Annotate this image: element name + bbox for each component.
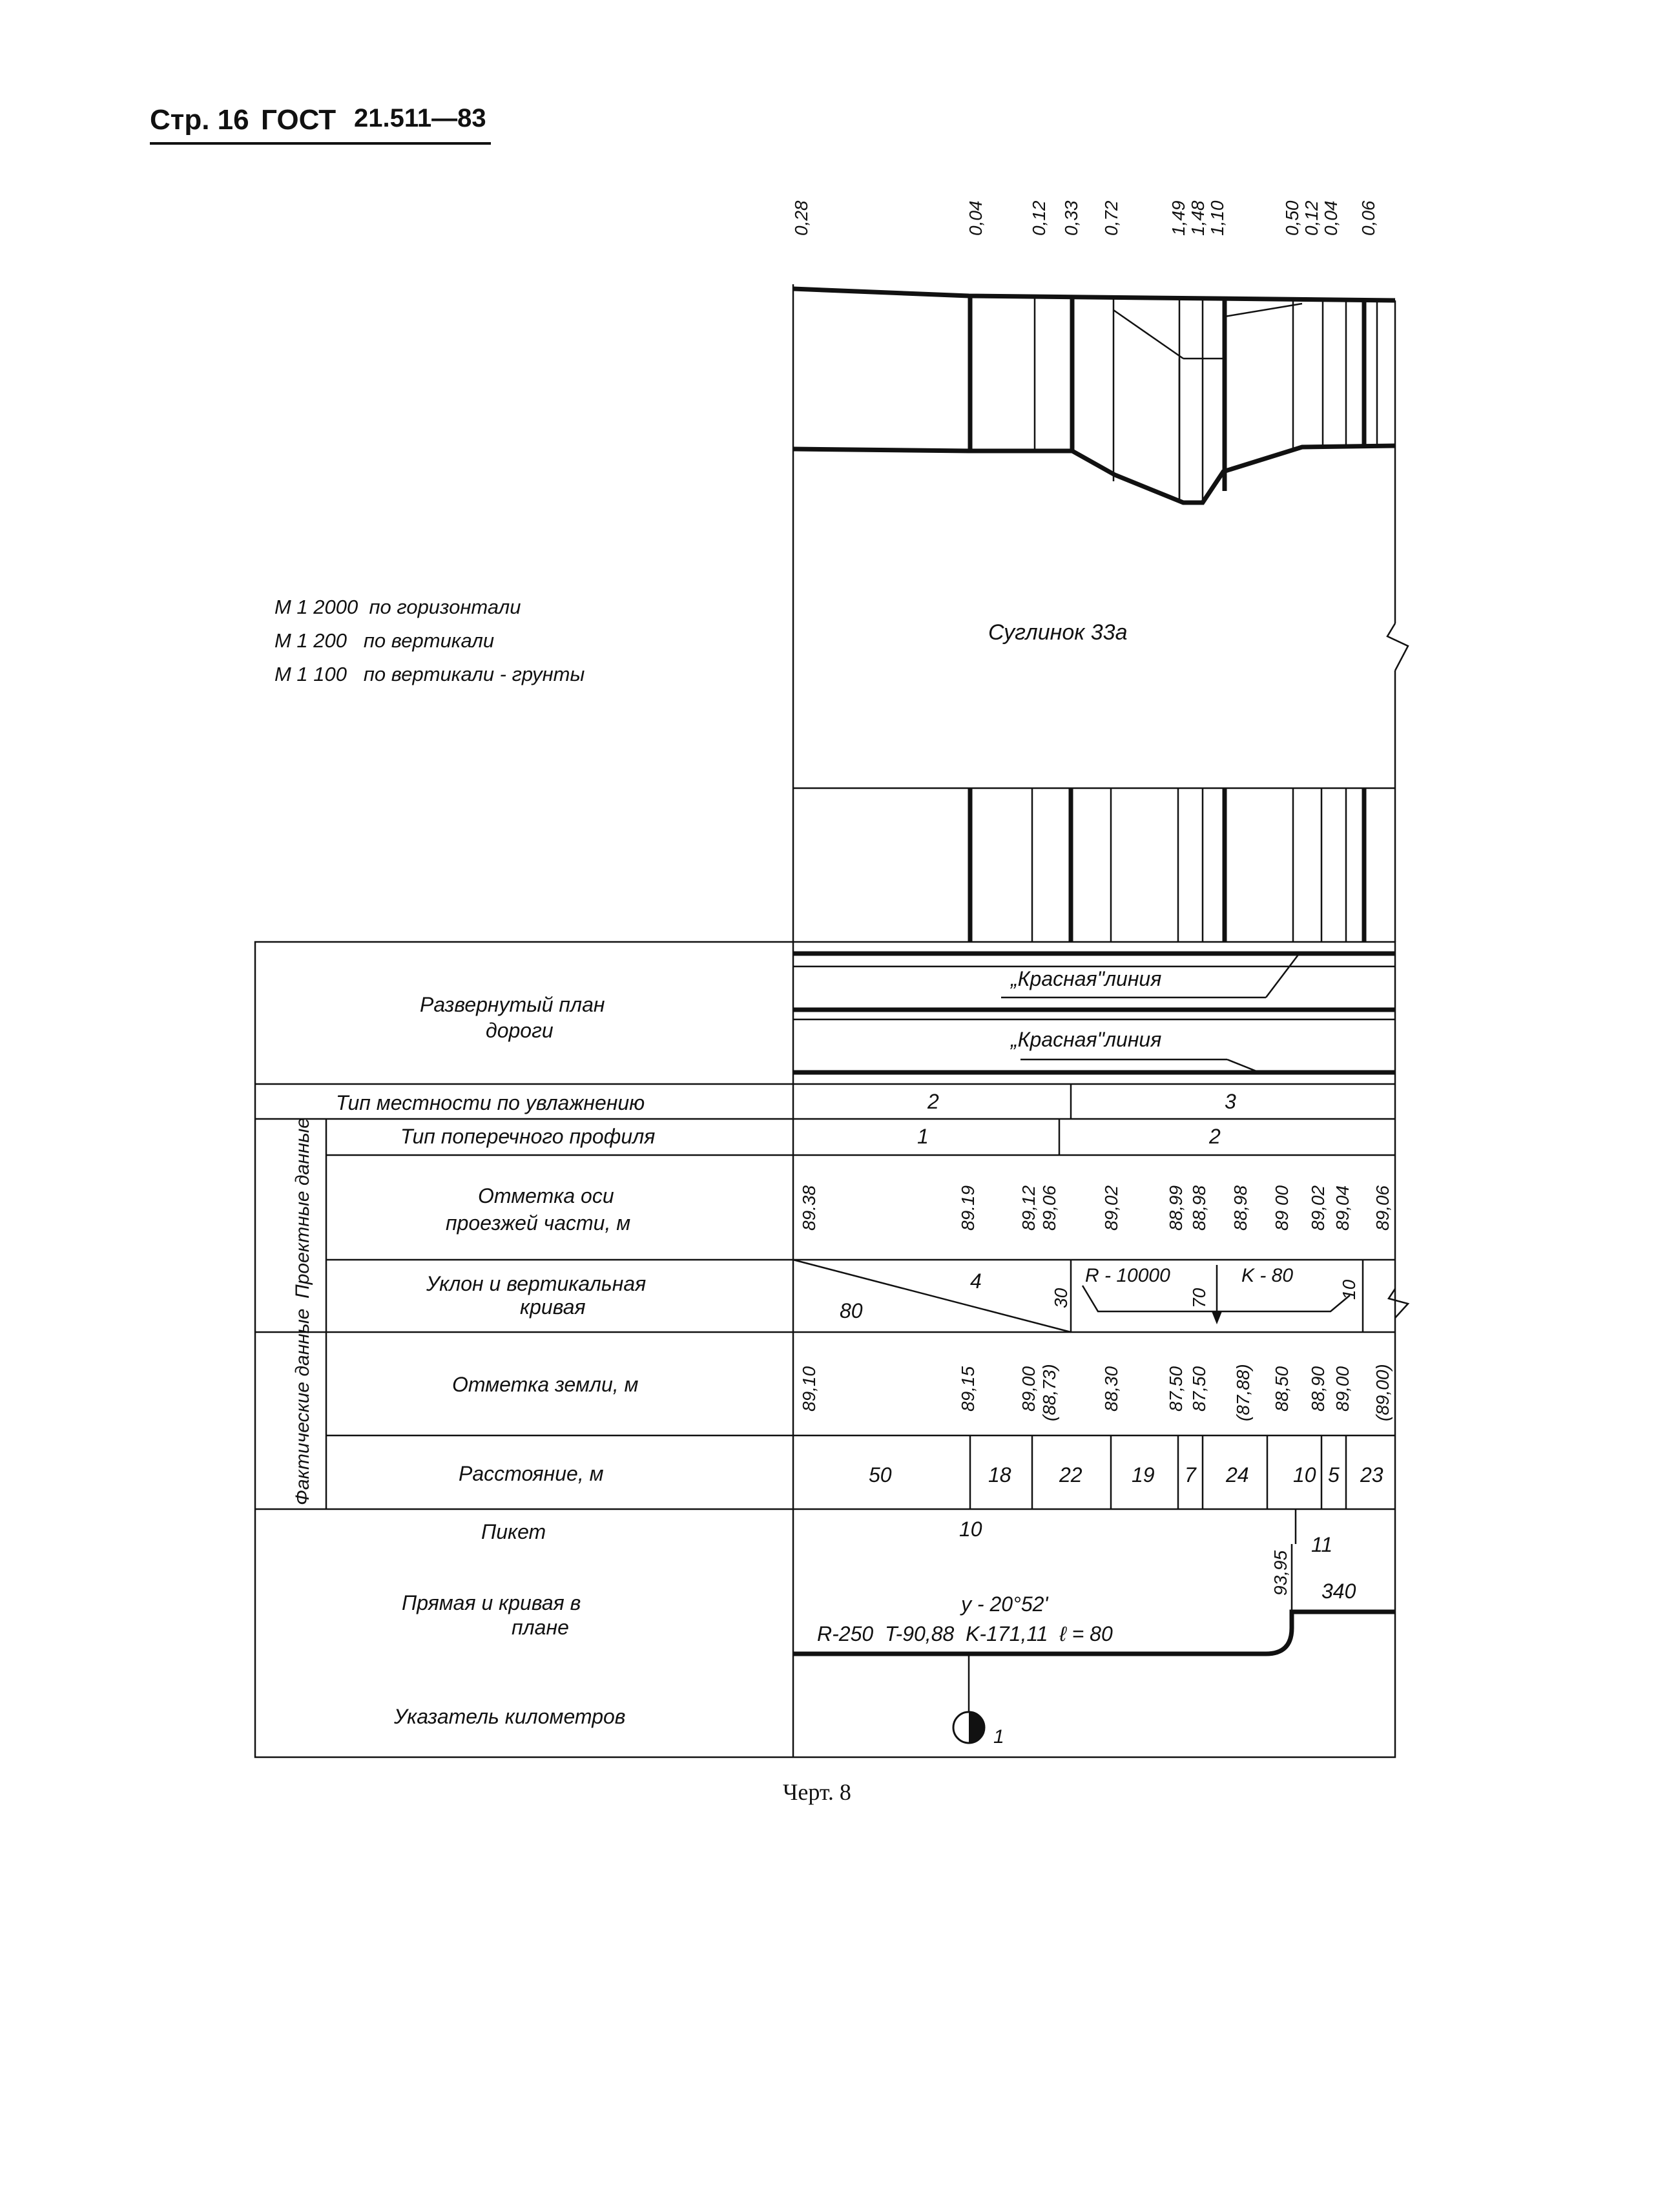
- slope-curve: K - 80: [1241, 1265, 1293, 1286]
- distance-value: 19: [1132, 1463, 1155, 1487]
- axis-elevation-value: 89,06: [1372, 1185, 1393, 1231]
- ground-elevation-value: (87,88): [1233, 1364, 1253, 1421]
- km-marker-value: 1: [993, 1726, 1004, 1748]
- ground-elevation-value: 89,00: [1332, 1366, 1352, 1412]
- axis-elevation-label-2: проезжей части, м: [446, 1211, 630, 1235]
- top-value: 0,28: [791, 200, 811, 236]
- distance-value: 22: [1059, 1463, 1082, 1487]
- group-label-design: Проектные данные: [292, 1118, 313, 1299]
- cross-profile-value: 2: [1208, 1125, 1221, 1148]
- scale-notes: М 1 2000 по горизонтали М 1 200 по верти…: [274, 596, 585, 685]
- distance-values: 50 18 22 19 7 24 10 5 23: [869, 1463, 1383, 1487]
- slope-radius: R - 10000: [1085, 1265, 1170, 1286]
- distance-value: 7: [1185, 1463, 1197, 1487]
- top-value: 0,72: [1101, 200, 1121, 236]
- distance-value: 50: [869, 1463, 892, 1487]
- picket-label: Пикет: [481, 1520, 546, 1543]
- ground-elevation-value: 89,10: [799, 1366, 819, 1412]
- ground-elevation-values: 89,10 89,15 89,00 (88,73) 88,30 87,50 87…: [799, 1364, 1393, 1421]
- humidity-label: Тип местности по увлажнению: [336, 1091, 645, 1114]
- figure-caption: Черт. 8: [783, 1779, 851, 1805]
- soil-band: [793, 787, 1395, 942]
- humidity-value: 3: [1225, 1090, 1236, 1113]
- plan-label-2: дороги: [486, 1019, 554, 1042]
- top-value: 0,33: [1061, 200, 1081, 236]
- top-value: 0,04: [1321, 201, 1341, 236]
- ground-elevation-value: 88,50: [1272, 1366, 1292, 1412]
- scale-note: М 1 100 по вертикали - грунты: [274, 663, 585, 685]
- ground-elevation-value: 87,50: [1189, 1366, 1209, 1412]
- scale-note: М 1 2000 по горизонтали: [274, 596, 521, 618]
- soil-label: Суглинок 33а: [988, 620, 1128, 645]
- top-value: 1,49: [1168, 201, 1188, 236]
- humidity-value: 2: [927, 1090, 939, 1113]
- slope-length: 30: [1051, 1288, 1071, 1308]
- plan-label: Развернутый план: [420, 993, 605, 1016]
- slope-label: Уклон и вертикальная: [426, 1272, 646, 1295]
- axis-elevation-value: 89,02: [1308, 1185, 1328, 1231]
- cross-profile-value: 1: [917, 1125, 929, 1148]
- axis-elevation-value: 89 00: [1272, 1185, 1292, 1231]
- profile-drawing: [792, 284, 1409, 942]
- picket-offset: 93,95: [1270, 1550, 1290, 1596]
- top-value: 0,04: [966, 201, 986, 236]
- axis-elevation-values: 89.38 89.19 89,12 89,06 89,02 88,99 88,9…: [799, 1185, 1393, 1231]
- axis-elevation-value: 89,04: [1332, 1185, 1352, 1231]
- axis-elevation-value: 89.38: [799, 1185, 819, 1231]
- ground-elevation-value: (88,73): [1039, 1364, 1059, 1421]
- red-line-label: „Красная"линия: [1010, 1028, 1161, 1051]
- km-marker-label: Указатель километров: [393, 1705, 625, 1728]
- alignment-label-2: плане: [512, 1616, 569, 1639]
- axis-elevation-value: 88,99: [1166, 1185, 1186, 1231]
- ground-elevation-value: 87,50: [1166, 1366, 1186, 1412]
- ground-elevation-value: 88,30: [1101, 1366, 1121, 1412]
- alignment-params: R-250 T-90,88 K-171,11 ℓ = 80: [817, 1622, 1113, 1645]
- standard-label: ГОСТ: [261, 104, 336, 136]
- ground-elevation-value: (89,00): [1372, 1364, 1393, 1421]
- standard-number: 21.511—83: [354, 104, 486, 132]
- scale-note: М 1 200 по вертикали: [274, 629, 494, 652]
- axis-elevation-value: 88,98: [1230, 1185, 1250, 1231]
- picket-value: 10: [959, 1518, 982, 1541]
- distance-label: Расстояние, м: [459, 1462, 604, 1485]
- alignment-angle: у - 20°52': [960, 1592, 1049, 1616]
- profile-table: [254, 941, 1410, 1758]
- red-line-label: „Красная"линия: [1010, 967, 1161, 990]
- ground-elevation-value: 88,90: [1308, 1366, 1328, 1412]
- cross-profile-label: Тип поперечного профиля: [400, 1125, 655, 1148]
- distance-value: 5: [1328, 1463, 1340, 1487]
- slope-label-2: кривая: [520, 1295, 586, 1319]
- top-values: 0,28 0,04 0,12 0,33 0,72 1,49 1,48 1,10 …: [791, 200, 1378, 236]
- slope-length: 80: [840, 1299, 863, 1322]
- page-label: Стр. 16: [150, 104, 249, 136]
- picket-value: 11: [1311, 1533, 1332, 1556]
- axis-elevation-value: 88,98: [1189, 1185, 1209, 1231]
- group-label-actual: Фактические данные: [292, 1309, 313, 1506]
- top-value: 1,48: [1188, 200, 1208, 236]
- distance-value: 18: [988, 1463, 1011, 1487]
- distance-value: 24: [1225, 1463, 1249, 1487]
- slope-length: 70: [1189, 1288, 1209, 1308]
- axis-elevation-value: 89.19: [958, 1185, 978, 1231]
- slope-grade: 4: [970, 1269, 982, 1293]
- top-value: 1,10: [1207, 200, 1227, 236]
- alignment-label: Прямая и кривая в: [402, 1591, 581, 1614]
- distance-value: 10: [1293, 1463, 1316, 1487]
- ground-elevation-value: 89,15: [958, 1366, 978, 1412]
- axis-elevation-label: Отметка оси: [478, 1184, 614, 1207]
- top-value: 0,06: [1358, 200, 1378, 236]
- axis-elevation-value: 89,12: [1019, 1185, 1039, 1231]
- top-value: 0,12: [1301, 200, 1321, 236]
- top-value: 0,12: [1029, 200, 1049, 236]
- ground-elevation-value: 89,00: [1019, 1366, 1039, 1412]
- axis-elevation-value: 89,02: [1101, 1185, 1121, 1231]
- axis-elevation-value: 89,06: [1039, 1185, 1059, 1231]
- slope-length: 10: [1339, 1279, 1359, 1300]
- distance-value: 23: [1360, 1463, 1383, 1487]
- ground-elevation-label: Отметка земли, м: [452, 1373, 639, 1396]
- top-value: 0,50: [1282, 200, 1302, 236]
- alignment-straight: 340: [1321, 1580, 1356, 1603]
